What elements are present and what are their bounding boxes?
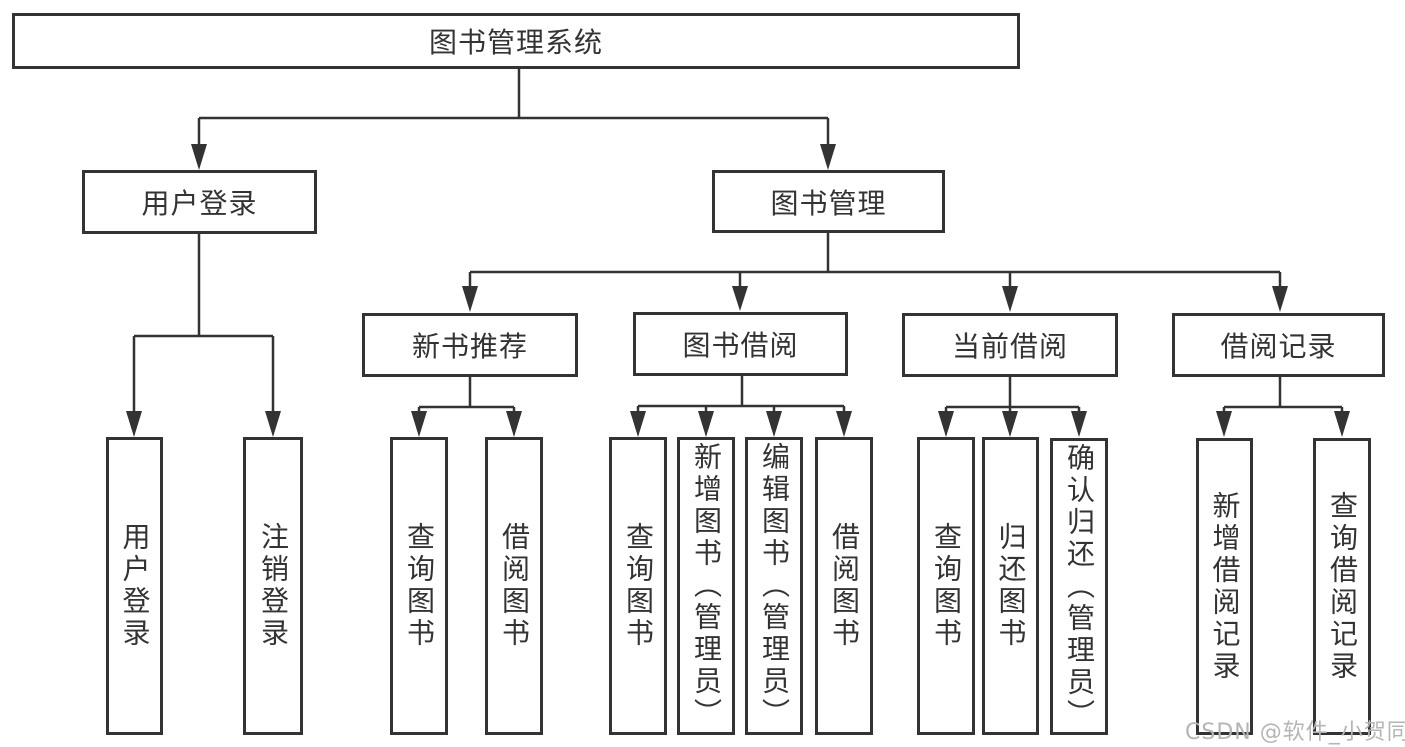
leaf-query-books-current: 查询图书 — [917, 437, 975, 735]
leaf-query-books-borrowing: 查询图书 — [609, 437, 667, 735]
leaf-borrow-books-recommend: 借阅图书 — [485, 437, 543, 735]
node-user-login: 用户登录 — [82, 170, 317, 234]
node-root-label: 图书管理系统 — [428, 26, 603, 59]
leaf-user-login: 用户登录 — [106, 437, 163, 735]
leaf-add-books-admin: 新增图书（管理员） — [677, 437, 735, 735]
leaf-query-books-current-label: 查询图书 — [930, 522, 963, 650]
leaf-borrow-books-borrowing: 借阅图书 — [815, 437, 873, 735]
connector-book-borrowing-to-leaves — [630, 376, 852, 437]
leaf-user-login-label: 用户登录 — [118, 522, 152, 650]
node-current-borrowing-label: 当前借阅 — [951, 330, 1068, 363]
watermark: CSDN @软件_小贺同学 — [1185, 720, 1405, 745]
connector-user-login-to-leaves — [126, 234, 281, 437]
node-book-management: 图书管理 — [712, 170, 945, 233]
leaf-edit-books-admin-label: 编辑图书（管理员） — [758, 442, 791, 730]
leaf-edit-books-admin: 编辑图书（管理员） — [745, 437, 803, 735]
leaf-add-books-admin-label: 新增图书（管理员） — [690, 442, 723, 730]
node-borrowing-records-label: 借阅记录 — [1220, 330, 1337, 363]
node-book-borrowing: 图书借阅 — [633, 312, 848, 376]
connector-current-borrowing-to-leaves — [938, 377, 1087, 437]
node-borrowing-records: 借阅记录 — [1172, 313, 1385, 377]
leaf-query-books-recommend: 查询图书 — [390, 437, 448, 735]
leaf-confirm-return-admin: 确认归还（管理员） — [1050, 438, 1108, 735]
leaf-query-borrow-record-label: 查询借阅记录 — [1326, 490, 1359, 683]
leaf-confirm-return-admin-label: 确认归还（管理员） — [1063, 442, 1096, 731]
node-user-login-label: 用户登录 — [141, 187, 258, 220]
leaf-logout-login-label: 注销登录 — [257, 522, 290, 650]
leaf-return-books: 归还图书 — [982, 437, 1039, 735]
connector-book-management-to-level3 — [462, 233, 1288, 312]
connector-new-book-recommend-to-leaves — [411, 377, 522, 437]
node-new-book-recommend-label: 新书推荐 — [411, 330, 528, 363]
leaf-return-books-label: 归还图书 — [994, 522, 1028, 650]
leaf-query-borrow-record: 查询借阅记录 — [1313, 438, 1371, 735]
connector-root-to-level2 — [191, 69, 836, 170]
node-root: 图书管理系统 — [12, 13, 1020, 69]
leaf-logout-login: 注销登录 — [243, 437, 303, 735]
leaf-add-borrow-record: 新增借阅记录 — [1196, 438, 1253, 735]
leaf-borrow-books-recommend-label: 借阅图书 — [498, 522, 531, 650]
node-current-borrowing: 当前借阅 — [902, 313, 1118, 377]
node-book-management-label: 图书管理 — [770, 186, 887, 220]
node-new-book-recommend: 新书推荐 — [362, 313, 578, 377]
leaf-query-books-recommend-label: 查询图书 — [403, 522, 436, 650]
leaf-query-books-borrowing-label: 查询图书 — [622, 522, 655, 650]
leaf-borrow-books-borrowing-label: 借阅图书 — [828, 522, 861, 650]
connector-borrowing-records-to-leaves — [1216, 377, 1350, 437]
leaf-add-borrow-record-label: 新增借阅记录 — [1208, 490, 1242, 683]
node-book-borrowing-label: 图书借阅 — [682, 329, 799, 362]
